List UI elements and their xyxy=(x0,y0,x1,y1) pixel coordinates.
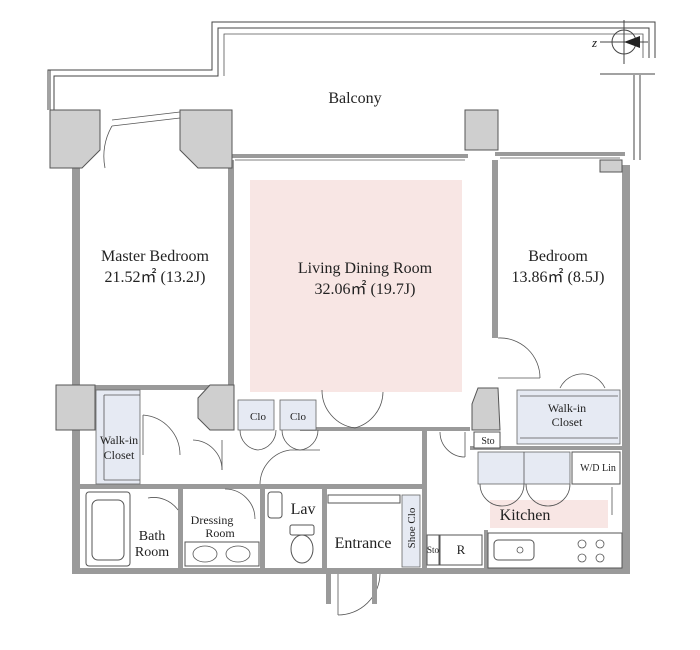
balcony-door xyxy=(103,111,181,169)
entrance-label: Entrance xyxy=(335,535,392,552)
bath-fixtures xyxy=(85,491,260,567)
walkin-closet-left-label-1: Walk-in xyxy=(100,433,138,447)
kitchen-label: Kitchen xyxy=(500,507,551,524)
walkin-closet-right-label-2: Closet xyxy=(552,415,583,429)
clo-label-2: Clo xyxy=(290,411,306,423)
living-dining-area: 32.06㎡ (19.7J) xyxy=(315,280,416,298)
lav-label: Lav xyxy=(291,501,316,518)
living-dining-highlight xyxy=(250,180,462,392)
refrigerator-label: R xyxy=(457,542,466,557)
walls xyxy=(50,150,630,574)
clo-closets xyxy=(237,399,319,451)
walkin-closet-left xyxy=(95,389,181,485)
north-arrow-icon: z xyxy=(591,20,648,64)
sto-label-2: Sto xyxy=(427,545,440,555)
bath-room-label-2: Room xyxy=(135,545,169,560)
room-labels: Balcony Master Bedroom 21.52㎡ (13.2J) Li… xyxy=(100,90,616,560)
living-dining-label: Living Dining Room xyxy=(298,260,433,277)
master-bedroom-label: Master Bedroom xyxy=(101,248,210,265)
dressing-room-label-1: Dressing xyxy=(191,513,234,527)
kitchen-counter xyxy=(426,532,623,569)
dressing-room-label-2: Room xyxy=(205,526,235,540)
balcony-outline xyxy=(47,21,656,160)
entrance-fixtures xyxy=(326,494,421,616)
wd-lin-label: W/D Lin xyxy=(580,463,616,474)
bedroom-label: Bedroom xyxy=(528,248,588,265)
walkin-closet-left-label-2: Closet xyxy=(104,448,135,462)
bedroom-walkin xyxy=(497,337,621,445)
walkin-closet-right-label-1: Walk-in xyxy=(548,401,586,415)
master-bedroom-area: 21.52㎡ (13.2J) xyxy=(105,268,206,286)
columns xyxy=(49,109,623,431)
hall-doors xyxy=(147,389,466,520)
sto-label-1: Sto xyxy=(481,436,494,447)
clo-label-1: Clo xyxy=(250,411,266,423)
bedroom-area: 13.86㎡ (8.5J) xyxy=(512,268,605,286)
bath-room-label-1: Bath xyxy=(139,529,165,544)
svg-text:z: z xyxy=(591,35,597,50)
shoe-clo-label: Shoe Clo xyxy=(406,507,418,548)
lav-fixtures xyxy=(267,491,315,564)
balcony-label: Balcony xyxy=(328,90,381,107)
kitchen-cabinets xyxy=(473,431,621,515)
